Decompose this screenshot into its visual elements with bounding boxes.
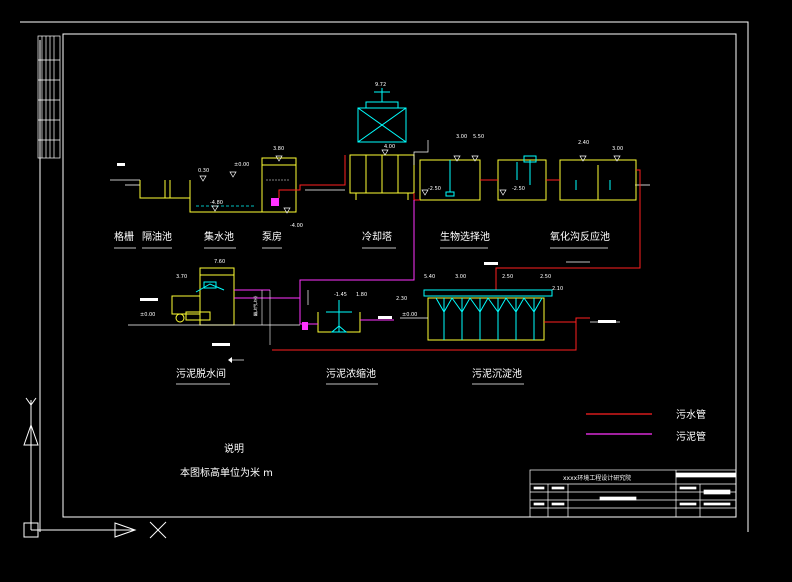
elev-tank-bottom: -4.80 bbox=[210, 200, 223, 206]
elev-tower-base: 4.00 bbox=[384, 144, 395, 150]
elev-tower-top: 9.72 bbox=[375, 82, 386, 88]
label-grille: 格栅 bbox=[114, 230, 134, 243]
elev-ox-b: 3.00 bbox=[612, 146, 623, 152]
elev-dew-mid: 3.70 bbox=[176, 274, 187, 280]
label-oil-separator: 隔油池 bbox=[142, 230, 172, 243]
binding-margin bbox=[37, 35, 61, 159]
elev-thick-b: 1.80 bbox=[356, 292, 367, 298]
elev-settle-ground: ±0.00 bbox=[402, 312, 417, 318]
elev-settle-d: 2.50 bbox=[540, 274, 551, 280]
ucs-axis-icon bbox=[23, 397, 167, 539]
water-treatment-line: 9.72 4.00 3.80 -4.00 -4.80 ±0.00 0.30 3.… bbox=[110, 82, 650, 300]
legend-sludge-label: 污泥管 bbox=[676, 430, 706, 443]
sludge-thickener bbox=[317, 300, 361, 333]
elev-oil-level: 0.30 bbox=[198, 168, 209, 174]
label-sludge-settling: 污泥沉淀池 bbox=[472, 367, 522, 380]
title-block bbox=[529, 469, 737, 518]
label-sludge-thickener: 污泥浓缩池 bbox=[326, 367, 376, 380]
sewage-pipe-1 bbox=[278, 155, 346, 198]
elev-ox-a: 2.40 bbox=[578, 140, 589, 146]
label-pump-room: 泵房 bbox=[262, 230, 282, 243]
elev-settle-e: 2.10 bbox=[552, 286, 563, 292]
inlet-marker bbox=[117, 163, 125, 166]
label-oxidation-ditch: 氧化沟反应池 bbox=[550, 230, 610, 243]
elev-pump-top: 3.80 bbox=[273, 146, 284, 152]
oxidation-ditch bbox=[559, 159, 637, 201]
elev-bio-bottom: -2.50 bbox=[428, 186, 441, 192]
cooling-tower bbox=[349, 88, 415, 200]
title-block-institute: xxxx环境工程设计研究院 bbox=[563, 474, 631, 482]
label-cooling-tower: 冷却塔 bbox=[362, 230, 392, 243]
oil-separator-tank bbox=[139, 180, 191, 199]
notes-text: 本图标高单位为米 m bbox=[180, 466, 273, 479]
pump-symbol bbox=[271, 198, 279, 206]
legend: 污水管 污泥管 bbox=[586, 408, 706, 443]
elev-settle-c: 2.50 bbox=[502, 274, 513, 280]
elev-dew-top: 7.60 bbox=[214, 259, 225, 265]
label-collection-tank: 集水池 bbox=[204, 230, 234, 243]
sewage-pipe-2 bbox=[495, 169, 641, 290]
notes-title: 说明 bbox=[224, 442, 244, 455]
sewage-pipe-3 bbox=[272, 317, 590, 351]
label-sludge-dewatering: 污泥脱水间 bbox=[176, 367, 226, 380]
label-bio-selector: 生物选择池 bbox=[440, 230, 490, 243]
sludge-treatment-line: 空气贮气罐 bbox=[128, 259, 620, 385]
elev-thick-c: 2.30 bbox=[396, 296, 407, 302]
collection-tank bbox=[189, 180, 263, 213]
elev-pump-floor: -4.00 bbox=[290, 223, 303, 229]
elev-settle-a: 5.40 bbox=[424, 274, 435, 280]
sheet-frame bbox=[20, 21, 749, 532]
elev-bio-a: 3.00 bbox=[456, 134, 467, 140]
elev-thick-a: -1.45 bbox=[334, 292, 347, 298]
elev-settle-b: 3.00 bbox=[455, 274, 466, 280]
sludge-pipe-1 bbox=[299, 200, 415, 300]
elev-bio-b: 5.50 bbox=[473, 134, 484, 140]
sludge-settling-tank bbox=[423, 289, 553, 341]
legend-sewage-label: 污水管 bbox=[676, 408, 706, 421]
vertical-air-tank-label: 空气贮气罐 bbox=[254, 295, 259, 317]
elev-dew-ground: ±0.00 bbox=[140, 312, 155, 318]
elev-mid-bottom: -2.50 bbox=[512, 186, 525, 192]
pump-room bbox=[261, 157, 297, 213]
elev-collection-ground: ±0.00 bbox=[234, 162, 249, 168]
